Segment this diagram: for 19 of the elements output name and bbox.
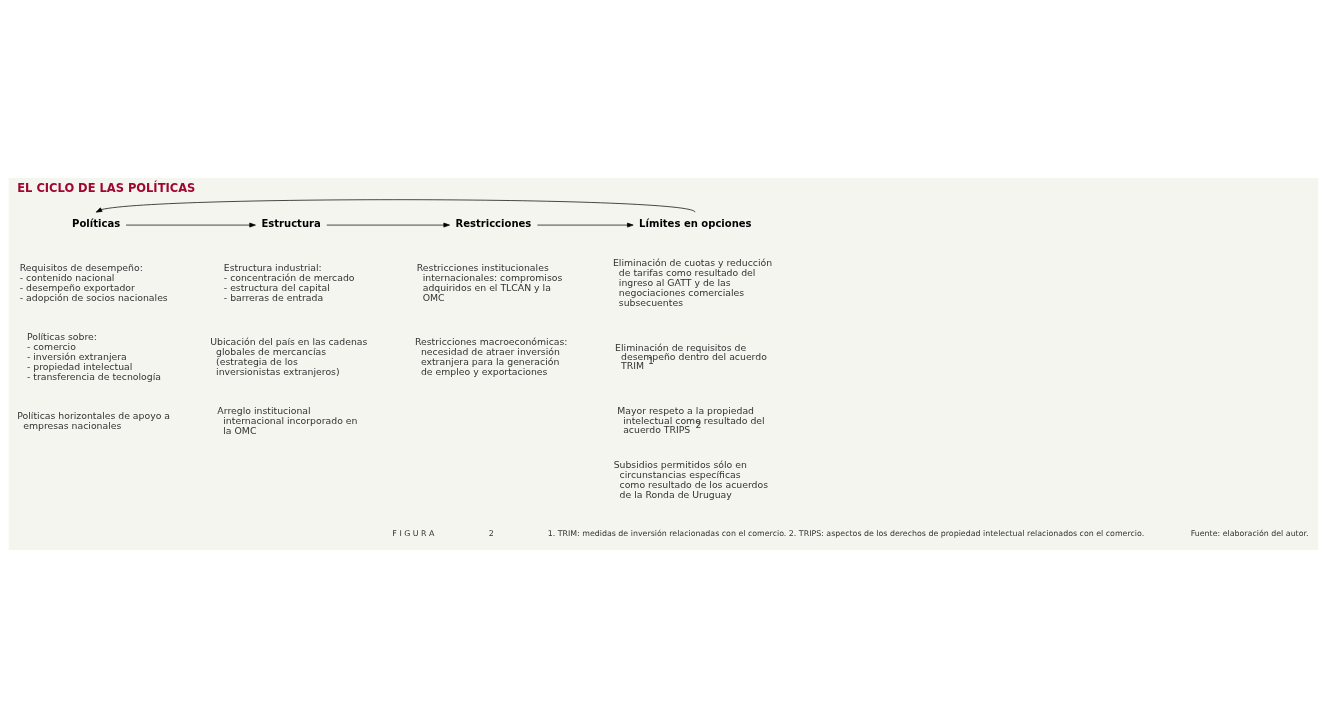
node-label: Ubicación del país en las cadenas globales de mercancías (estrategia de los inversionistas extranjeros)	[210, 336, 368, 378]
node-label: Requisitos de desempeño: - contenido nacional - desempeño exportador - adopción de socios nacionales	[19, 262, 168, 304]
node-label: Subsidios permitidos sólo en circunstancias específicas como resultado de los acuerdos de la Ronda de Uruguay	[613, 458, 769, 500]
node-label: Políticas sobre: - comercio - inversión extranjera - propiedad intelectual - transferencia de tecnología	[26, 331, 162, 383]
node-text: Límites en opciones	[639, 218, 752, 230]
node-label: Políticas horizontales de apoyo a empresas nacionales	[17, 410, 171, 432]
diagram-title: EL CICLO DE LAS POLÍTICAS	[17, 181, 196, 196]
arrow	[326, 222, 450, 228]
node-label: Arreglo institucional internacional incorporado en la OMC	[217, 405, 358, 437]
node-text: Estructura	[261, 218, 321, 230]
node-label: Restricciones institucionales internacionales: compromisos adquiridos en el TLCAN y la OMC	[416, 262, 563, 304]
arrow	[95, 199, 696, 213]
node-text: Políticas	[72, 218, 121, 230]
arrow	[125, 222, 256, 228]
node-label: Eliminación de cuotas y reducción de tarifas como resultado del ingreso al GATT y de las negociaciones comerciales subsecuentes	[612, 257, 773, 309]
node-text: Restricciones	[455, 218, 532, 230]
node-label: Estructura industrial: - concentración de mercado - estructura del capital - barreras de entrada	[223, 262, 355, 304]
node-label: Restricciones macroeconómicas: necesidad de atraer inversión extranjera para la generación de empleo y exportaciones	[414, 336, 568, 378]
arrow	[537, 222, 634, 228]
